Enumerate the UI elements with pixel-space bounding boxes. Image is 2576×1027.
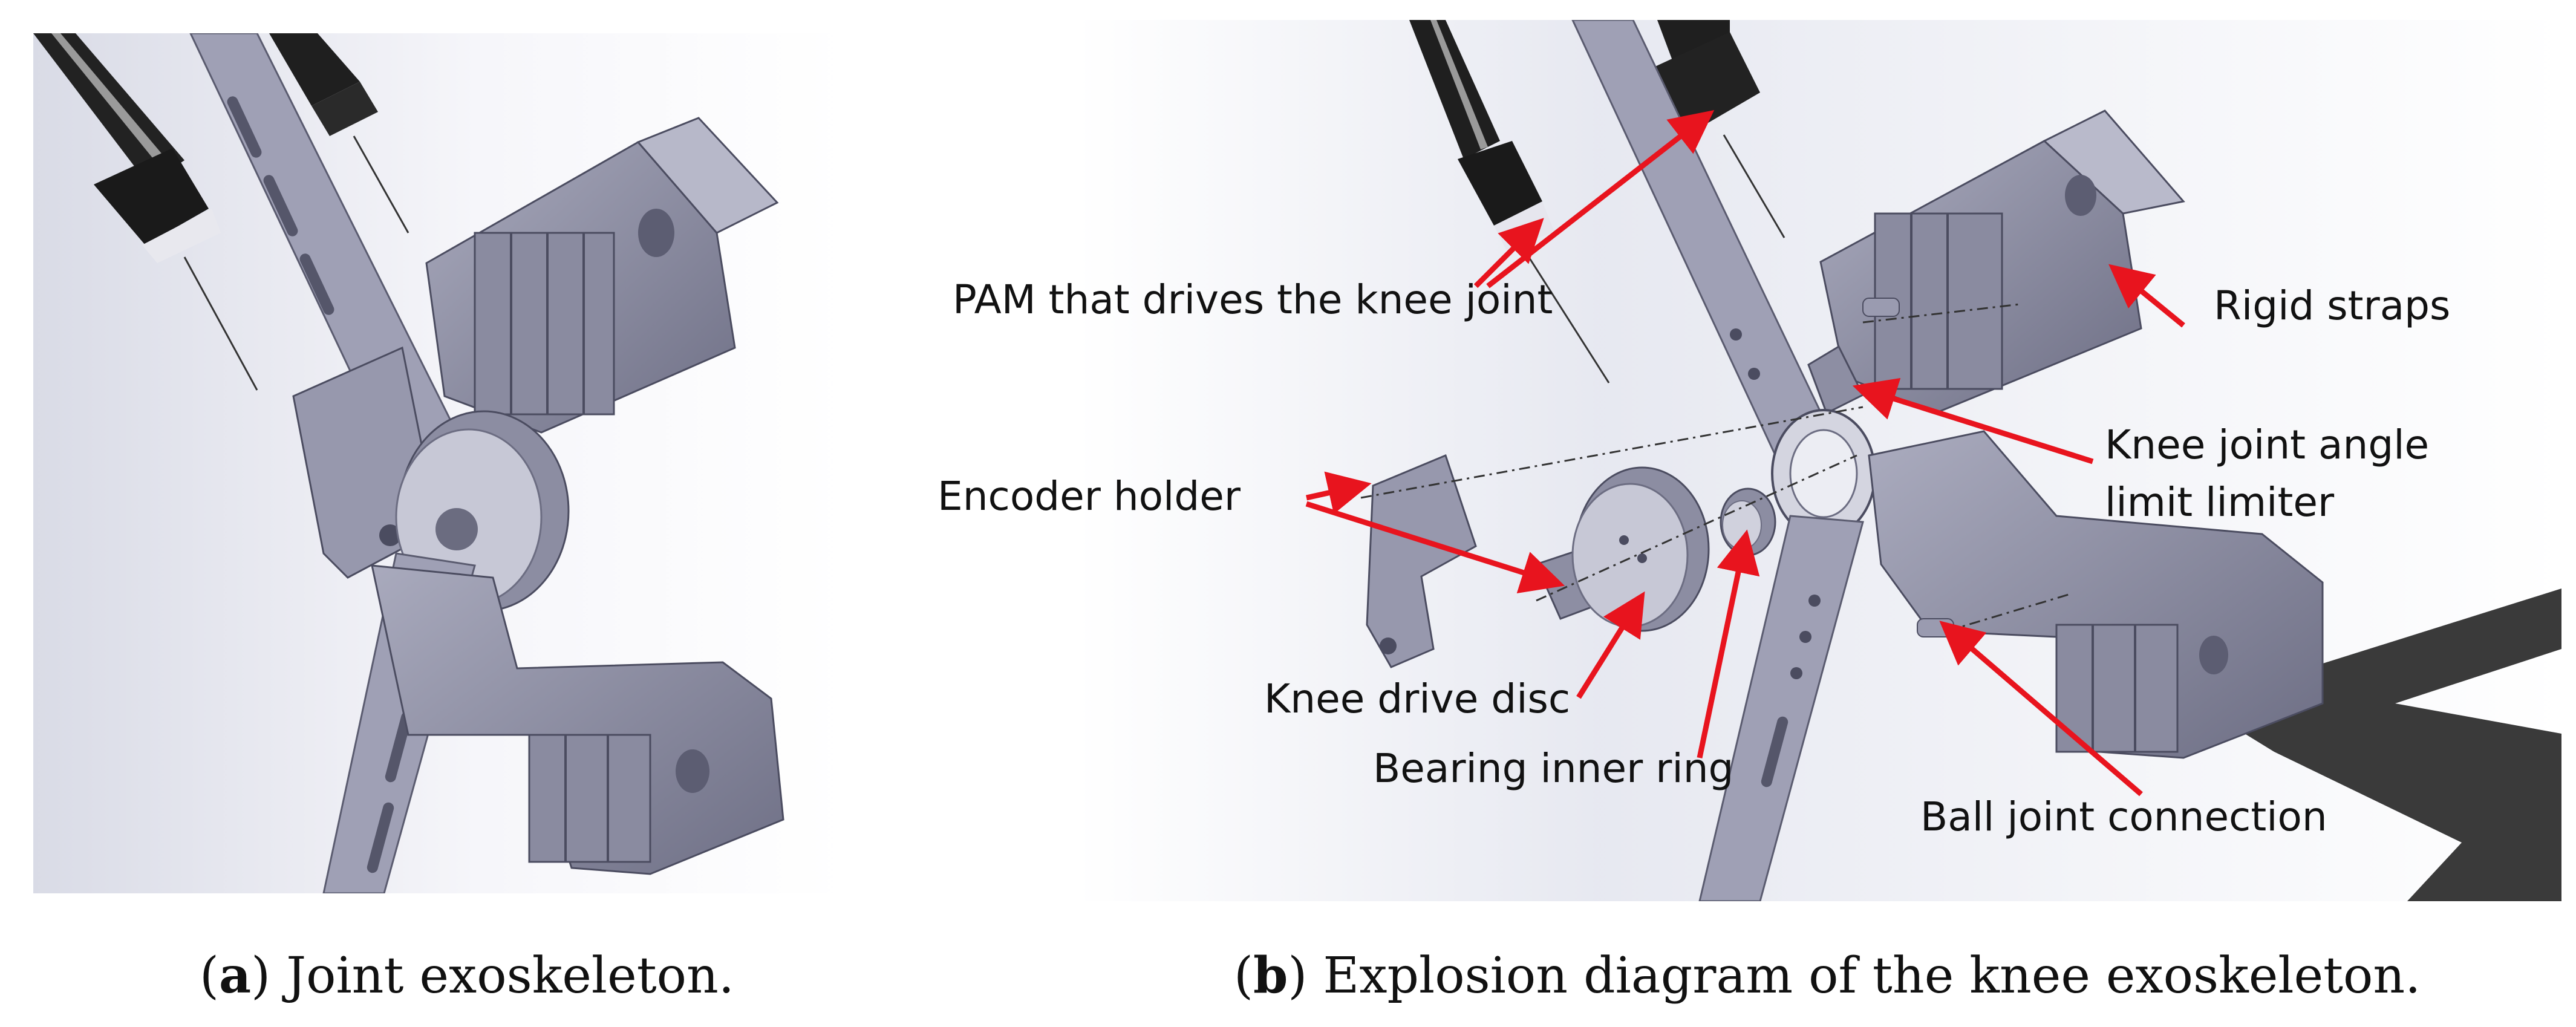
- upper-rigid-strap: [1819, 109, 2185, 414]
- pam-actuator-left: [1409, 20, 1610, 383]
- assembly-axis: [1536, 454, 1857, 602]
- rigid-straps-arrow: [2108, 264, 2185, 328]
- pam-actuator-right: [1651, 20, 1785, 238]
- knee-drive-disc: [1571, 466, 1710, 632]
- lower-rigid-strap: [371, 564, 784, 875]
- pam-actuator-left: [33, 33, 258, 391]
- knee-exoskeleton-explosion-render: [1077, 20, 2561, 901]
- caption-b: (b) Explosion diagram of the knee exoske…: [1234, 947, 2421, 1005]
- caption-a-letter: a: [219, 947, 252, 1005]
- shadow: [2196, 588, 2561, 901]
- encoder-holder: [1366, 454, 1477, 668]
- pam-arrow: [1473, 218, 1544, 289]
- caption-b-letter: b: [1253, 947, 1288, 1005]
- upper-rigid-strap: [425, 117, 779, 434]
- panel-a-render: [33, 33, 846, 893]
- encoder-holder-arrow: [1305, 501, 1565, 593]
- panel-b-explosion-diagram: PAM that drives the knee joint Rigid str…: [937, 20, 2561, 901]
- shank-bar: [1698, 515, 1864, 901]
- ball-joint-arrow: [1939, 621, 2143, 797]
- bearing-ring-arrow: [1697, 529, 1760, 758]
- joint-exoskeleton-render: [33, 33, 846, 893]
- bearing-inner-ring: [1720, 487, 1776, 556]
- caption-a: (a) Joint exoskeleton.: [200, 947, 734, 1005]
- knee-ring: [1771, 409, 1876, 538]
- assembly-axis: [1862, 303, 2021, 324]
- encoder-holder-arrow: [1306, 471, 1372, 514]
- caption-a-text: Joint exoskeleton.: [286, 947, 734, 1005]
- assembly-axis: [1360, 406, 1864, 499]
- pam-actuator-right: [269, 33, 409, 233]
- angle-limiter-arrow: [1852, 377, 2094, 465]
- assembly-axis: [1947, 593, 2069, 632]
- drive-disc-arrow: [1576, 591, 1645, 699]
- caption-b-text: Explosion diagram of the knee exoskeleto…: [1323, 947, 2421, 1005]
